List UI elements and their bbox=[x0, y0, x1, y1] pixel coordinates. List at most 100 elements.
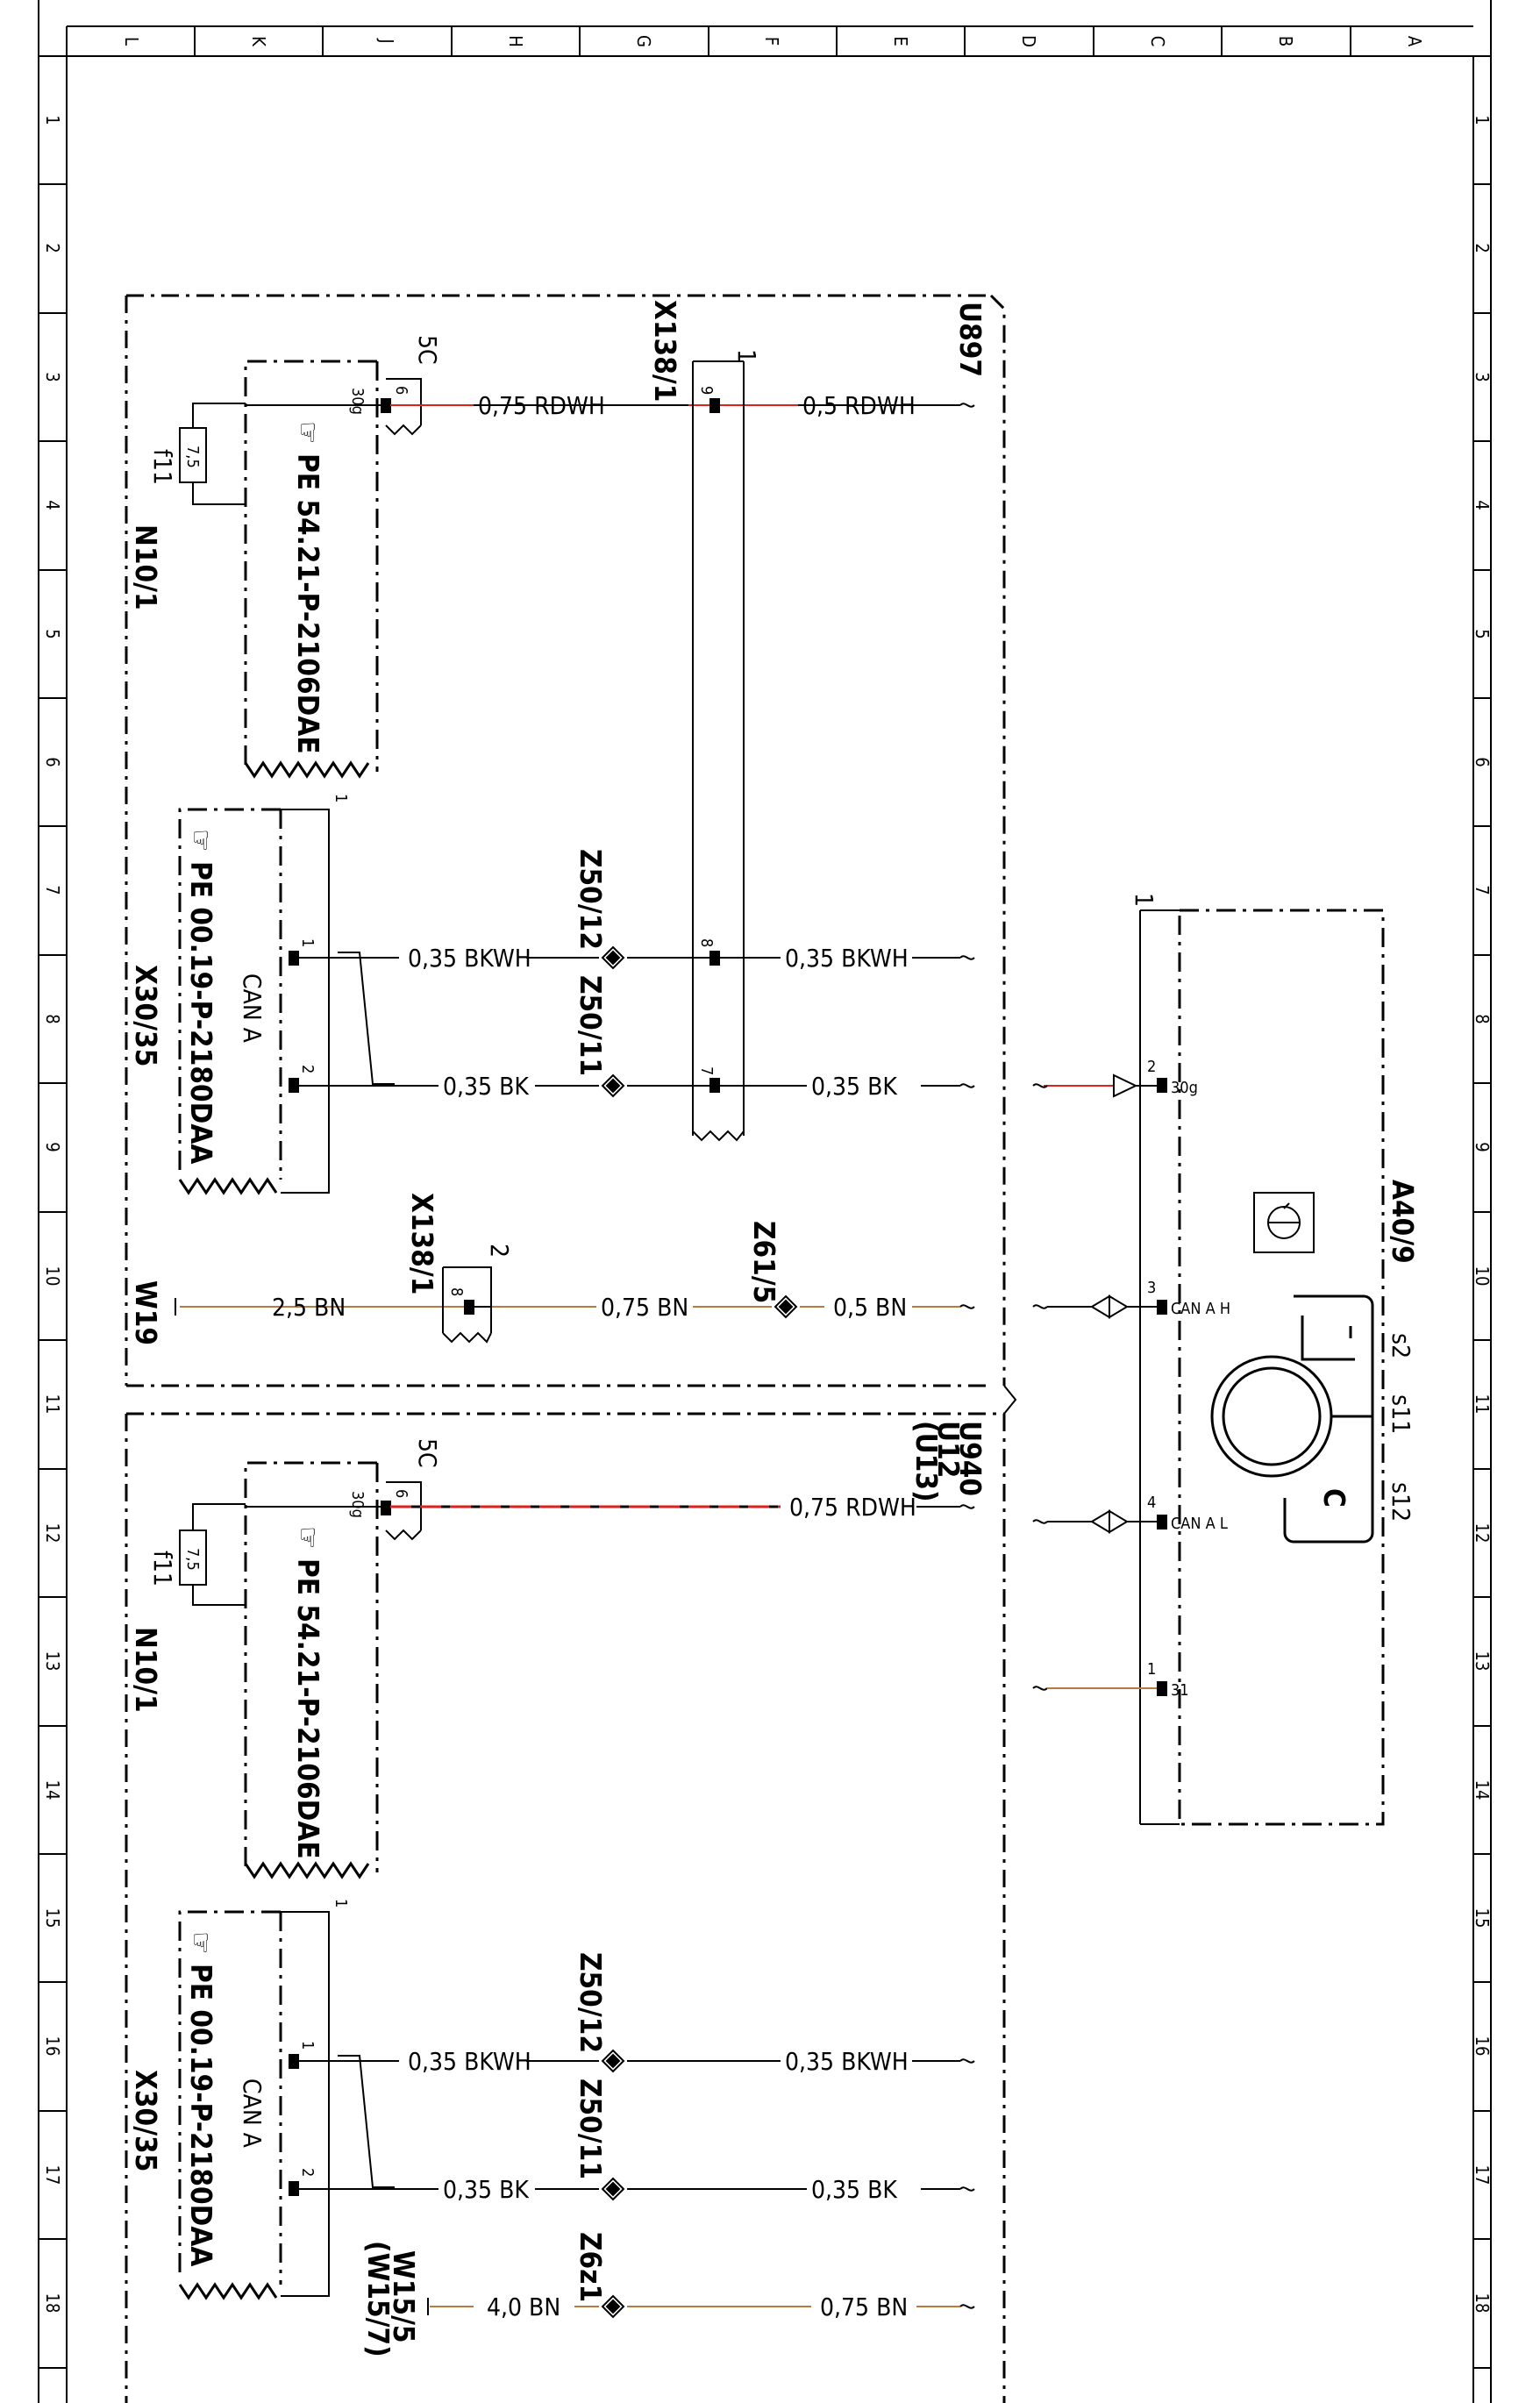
wire-label-075-rdwh-top: 0,75 RDWH bbox=[478, 391, 605, 420]
enclosure-U940 bbox=[125, 1412, 1006, 2403]
component-label-X30-35-bottom: X30/35 bbox=[129, 2070, 163, 2171]
pin-6-top: 6 bbox=[392, 386, 410, 395]
row-5-right: 5 bbox=[1472, 629, 1493, 638]
bus-label-CAN-A-top: CAN A bbox=[238, 973, 267, 1044]
connector-index-A40: 1 bbox=[1130, 893, 1159, 907]
can-wires-bottom bbox=[289, 2054, 975, 2196]
component-label-U940: U940 bbox=[953, 1421, 987, 1496]
connector-index-bottom: 1 bbox=[332, 1899, 350, 1907]
pe-hand-icon: ☞ bbox=[291, 1526, 325, 1558]
pin-2-bottom: 2 bbox=[298, 2168, 317, 2177]
wire-row18-brown bbox=[427, 2298, 975, 2315]
pe-ref-00-19-bottom: ☞ PE 00.19-P-2180DAA bbox=[184, 1931, 218, 2266]
connector-label-X138-1-bottom: X138/1 bbox=[405, 1193, 439, 1294]
fuse-rating-top: 7,5 bbox=[183, 446, 202, 468]
wire-label-25-bn: 2,5 BN bbox=[272, 1293, 346, 1322]
wire-label-W15-5: W15/5 bbox=[387, 2250, 421, 2343]
wire-label-035-bk-c: 0,35 BK bbox=[443, 2175, 530, 2204]
row-18-left: 18 bbox=[42, 2293, 63, 2314]
splice-label-Z50-11-bottom: Z50/11 bbox=[574, 2079, 608, 2179]
row-1-left: 1 bbox=[42, 115, 63, 125]
row-13-right: 13 bbox=[1472, 1651, 1493, 1672]
row-8-right: 8 bbox=[1472, 1014, 1493, 1023]
pin-1-a40: 1 bbox=[1147, 1660, 1156, 1679]
sheet-frame bbox=[38, 0, 1492, 2403]
component-label-N10-1-bottom: N10/1 bbox=[129, 1627, 163, 1713]
row-13-left: 13 bbox=[42, 1651, 63, 1672]
pin-2-top: 2 bbox=[298, 1065, 317, 1073]
pin-3-a40: 3 bbox=[1147, 1279, 1156, 1297]
component-label-U12: U12 bbox=[931, 1421, 966, 1478]
switch-label-s12: s12 bbox=[1387, 1482, 1415, 1522]
row-12-right: 12 bbox=[1472, 1523, 1493, 1544]
row-1-right: 1 bbox=[1472, 115, 1493, 125]
pe-hand-icon: ☞ bbox=[184, 829, 218, 861]
pin-1-top: 1 bbox=[298, 938, 317, 947]
row-7-left: 7 bbox=[42, 885, 63, 895]
component-label-U897: U897 bbox=[953, 302, 987, 377]
connector-label-5C-bottom: 5C bbox=[413, 1438, 442, 1468]
wire-label-40-bn: 4,0 BN bbox=[487, 2292, 560, 2321]
splice-label-Z50-12-top: Z50/12 bbox=[574, 849, 608, 950]
component-A40-9 bbox=[1139, 909, 1385, 1826]
row-9-left: 9 bbox=[42, 1142, 63, 1152]
pin-can-a-h: CAN A H bbox=[1171, 1300, 1230, 1318]
splice-Z6z1 bbox=[601, 2294, 625, 2319]
pin-2-a40: 2 bbox=[1147, 1058, 1156, 1076]
grid-col-E: E bbox=[890, 36, 911, 46]
row-2-right: 2 bbox=[1472, 243, 1493, 253]
grid-col-K: K bbox=[248, 36, 269, 47]
splice-label-Z50-11-top: Z50/11 bbox=[574, 975, 608, 1076]
pe-hand-icon: ☞ bbox=[291, 421, 325, 453]
row-6-right: 6 bbox=[1472, 757, 1493, 767]
wire-label-075-rdwh-bottom: 0,75 RDWH bbox=[789, 1493, 916, 1522]
component-N10-1-bottom bbox=[244, 1461, 379, 1879]
component-label-N10-1-top: N10/1 bbox=[129, 524, 163, 610]
enclosure-fold-mark bbox=[1003, 1385, 1017, 1415]
fuse-f11-bottom bbox=[179, 1503, 246, 1606]
fuse-label-f11-bottom: f11 bbox=[148, 1551, 177, 1587]
controller-knob-icon bbox=[1210, 1294, 1374, 1544]
connector-label-X138-1-top: X138/1 bbox=[648, 300, 682, 402]
column-ruler bbox=[66, 26, 1351, 56]
switch-label-s11: s11 bbox=[1387, 1394, 1415, 1434]
wire-label-035-bkwh-c: 0,35 BKWH bbox=[408, 2047, 531, 2076]
row-15-left: 15 bbox=[42, 1908, 63, 1929]
component-label-X30-35-top: X30/35 bbox=[129, 965, 163, 1066]
pin-9: 9 bbox=[697, 386, 716, 395]
row-3-left: 3 bbox=[42, 372, 63, 381]
row-2-left: 2 bbox=[42, 243, 63, 253]
splice-Z61-5 bbox=[774, 1294, 798, 1319]
grid-col-F: F bbox=[761, 37, 782, 46]
row-14-left: 14 bbox=[42, 1780, 63, 1800]
connector-X138-index-1: 1 bbox=[732, 349, 761, 363]
row-14-right: 14 bbox=[1472, 1780, 1493, 1800]
connector-index-top: 1 bbox=[332, 794, 350, 802]
can-wires-top bbox=[289, 951, 975, 1093]
row-4-left: 4 bbox=[42, 500, 63, 510]
row-7-right: 7 bbox=[1472, 885, 1493, 895]
component-label-A40-9: A40/9 bbox=[1386, 1180, 1420, 1264]
wire-label-035-bk-a: 0,35 BK bbox=[443, 1072, 530, 1101]
grid-col-L: L bbox=[121, 37, 142, 46]
pin-1-bottom: 1 bbox=[298, 2041, 317, 2050]
wire-label-W15-7: (W15/7) bbox=[361, 2241, 396, 2357]
row-16-left: 16 bbox=[42, 2036, 63, 2057]
grid-col-J: J bbox=[376, 38, 397, 43]
row-3-right: 3 bbox=[1472, 372, 1493, 381]
wire-label-075-bn-a: 0,75 BN bbox=[601, 1293, 688, 1322]
connector-X138-1-pin8-bottom bbox=[442, 1266, 492, 1344]
pin-31-a40: 31 bbox=[1171, 1681, 1189, 1700]
component-X30-35-bottom bbox=[178, 1910, 330, 2300]
wire-label-05-rdwh: 0,5 RDWH bbox=[802, 391, 916, 420]
switch-label-s2: s2 bbox=[1387, 1333, 1415, 1358]
grid-col-A: A bbox=[1404, 36, 1425, 47]
pin-can-a-l: CAN A L bbox=[1171, 1515, 1228, 1533]
grid-col-G: G bbox=[633, 35, 654, 47]
pin-30g-bottom: 30g bbox=[348, 1491, 367, 1518]
splice-label-Z61-5: Z61/5 bbox=[747, 1221, 781, 1303]
fuse-f11-top bbox=[179, 403, 246, 505]
wire-label-035-bk-d: 0,35 BK bbox=[811, 2175, 898, 2204]
row-10-left: 10 bbox=[42, 1266, 63, 1287]
